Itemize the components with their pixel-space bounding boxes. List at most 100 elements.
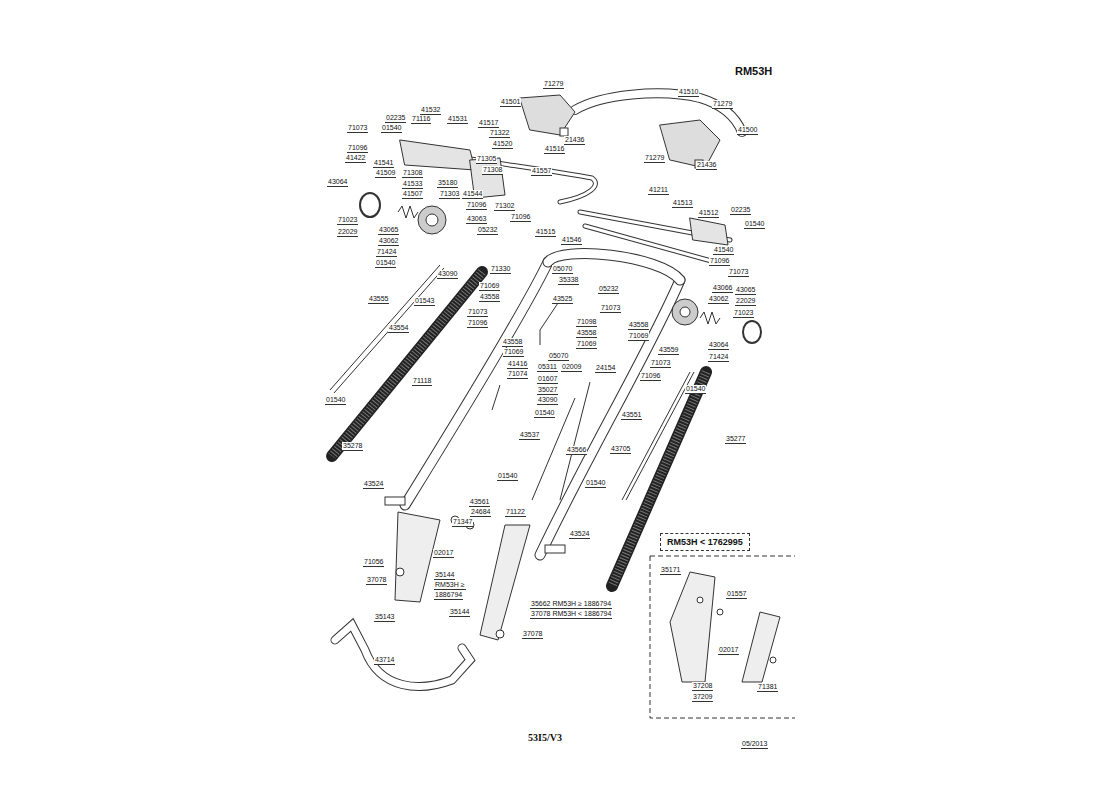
callout-number: 35277: [725, 435, 746, 444]
callout-number: 71305: [476, 155, 497, 164]
callout-number: 71073: [467, 308, 488, 317]
pulleys: [398, 206, 418, 218]
callout-number: 43090: [537, 396, 558, 405]
callout-number: 41507: [402, 190, 423, 199]
callout-number: 71069: [503, 348, 524, 357]
callout-number: 05/2013: [741, 740, 768, 749]
callout-number: 71381: [757, 683, 778, 692]
callout-number: 24154: [595, 364, 616, 373]
pulleys: [743, 321, 761, 343]
callout-number: 43062: [708, 295, 729, 304]
callout-number: 71303: [439, 190, 460, 199]
grips: [332, 272, 482, 456]
control-rods: [400, 140, 475, 170]
callout-number: 02017: [433, 549, 454, 558]
callout-number: 71424: [376, 248, 397, 257]
callout-number: 43065: [735, 286, 756, 295]
callout-number: 41500: [737, 126, 758, 135]
cables: [330, 265, 440, 390]
inset-brackets: [742, 612, 780, 682]
callout-number: 43064: [327, 178, 348, 187]
callout-number: 41557: [531, 167, 552, 176]
callout-number: 01540: [375, 259, 396, 268]
callout-number: 35144: [449, 608, 470, 617]
cables: [622, 372, 690, 500]
variant-heading-box: RM53H < 1762995: [660, 533, 750, 551]
callout-number: 71069: [628, 332, 649, 341]
lower-brackets: [496, 630, 504, 638]
callout-number: 43062: [378, 237, 399, 246]
callout-number: 41513: [672, 199, 693, 208]
callout-number: 01540: [585, 479, 606, 488]
callout-number: 02017: [718, 646, 739, 655]
cables: [334, 268, 444, 393]
lower-handle-tubes: [540, 280, 680, 555]
inset-brackets: [717, 609, 723, 615]
callout-number: 01540: [685, 385, 706, 394]
inset-frame: [650, 556, 795, 718]
callout-number: 01540: [497, 472, 518, 481]
callout-number: 71073: [650, 359, 671, 368]
callout-number: 71073: [600, 304, 621, 313]
callout-number: 43555: [368, 295, 389, 304]
inset-frame: [650, 556, 795, 718]
callout-number: 37078: [366, 576, 387, 585]
callout-number: 01540: [534, 409, 555, 418]
inset-brackets: [697, 597, 703, 603]
heading-text: RM53H < 1762995: [667, 537, 743, 547]
lower-brackets: [480, 525, 530, 640]
lower-brackets: [385, 497, 405, 505]
callout-number: 41533: [402, 180, 423, 189]
callout-number: 43558: [479, 293, 500, 302]
model-title: RM53H: [735, 65, 772, 77]
callout-number: 43524: [569, 530, 590, 539]
callout-number: 43090: [437, 270, 458, 279]
callout-number: 41540: [713, 246, 734, 255]
callout-number: 41211: [648, 186, 669, 195]
callout-number: 71023: [733, 309, 754, 318]
upper-handle: [575, 93, 742, 132]
grips: [612, 372, 706, 586]
callout-number: 43554: [388, 324, 409, 333]
callout-number: 37078: [522, 630, 543, 639]
callout-number: 21436: [564, 136, 585, 145]
callout-number: 71122: [505, 508, 526, 517]
lower-handle-tubes: [405, 262, 548, 505]
callout-number: 24684: [470, 508, 491, 517]
cables: [540, 300, 560, 345]
callout-number: 71330: [490, 265, 511, 274]
callout-number: 41520: [492, 140, 513, 149]
callout-number: 43558: [628, 321, 649, 330]
callout-number: 43524: [363, 480, 384, 489]
callout-number: 05311: [537, 363, 558, 372]
inset-brackets: [670, 572, 780, 682]
callout-number: 71116: [411, 115, 431, 124]
callout-number: 43537: [519, 431, 540, 440]
callout-number: 21436: [696, 161, 717, 170]
callout-number: 43065: [378, 226, 399, 235]
callout-number: 37078 RM53H < 1886794: [530, 610, 612, 619]
pulleys: [360, 193, 761, 343]
callout-number: 71023: [337, 216, 358, 225]
callout-number: 1886794: [434, 591, 463, 600]
inset-brackets: [770, 657, 776, 663]
callout-number: 71069: [576, 340, 597, 349]
callout-number: 71308: [482, 166, 503, 175]
lower-handle-tubes: [540, 280, 680, 555]
bail-bar: [335, 625, 470, 686]
callout-number: RM53H ≥: [434, 581, 466, 590]
bail-bar: [335, 625, 470, 686]
callout-number: 71096: [467, 319, 488, 328]
callout-number: 43559: [658, 346, 679, 355]
pulleys: [700, 312, 720, 324]
callout-number: 43525: [552, 295, 573, 304]
callout-number: 41544: [462, 190, 483, 199]
control-rods: [400, 140, 730, 262]
callout-number: 35143: [374, 613, 395, 622]
callout-number: 35278: [342, 442, 363, 451]
callout-number: 71096: [510, 213, 531, 222]
callout-number: 35338: [558, 276, 579, 285]
pulleys: [360, 193, 380, 217]
callout-number: 43714: [374, 656, 395, 665]
callout-number: 71424: [708, 353, 729, 362]
